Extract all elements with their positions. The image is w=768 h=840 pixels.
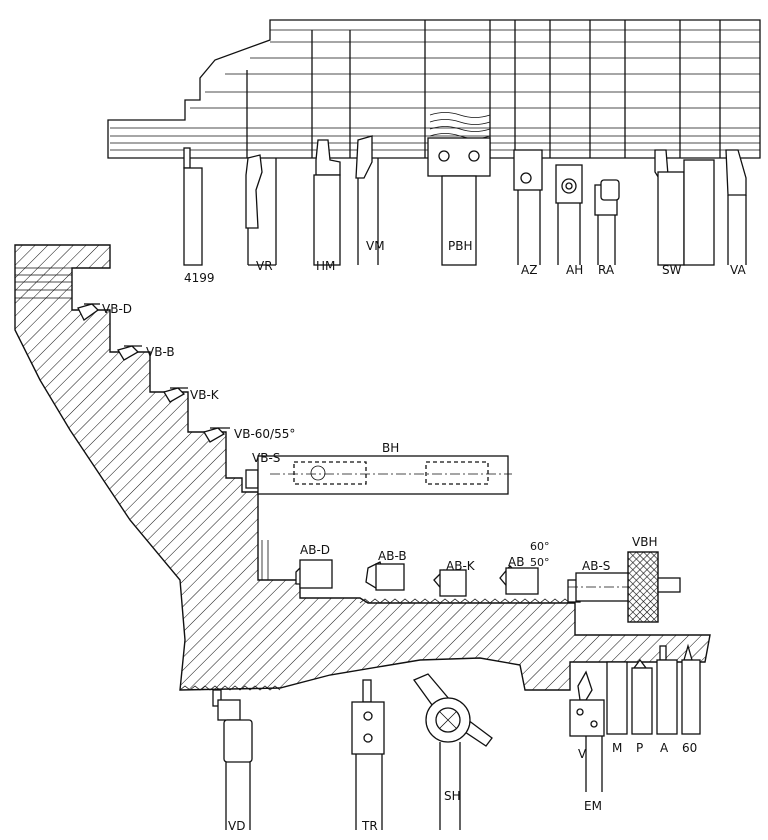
label-p: P	[636, 741, 643, 755]
label-bh: BH	[382, 441, 399, 455]
top-tool-ra	[594, 179, 620, 265]
label-vb-b: VB-B	[146, 345, 175, 359]
label-ab-60: AB	[508, 555, 524, 569]
tool-p	[631, 658, 653, 735]
top-tool-ah	[555, 164, 583, 265]
label-vbh: VBH	[632, 535, 657, 549]
label-vb-k: VB-K	[190, 388, 220, 402]
knurled-wheel-vbh	[627, 551, 681, 623]
tool-vb-d	[77, 303, 100, 321]
label-ab-b: AB-B	[378, 549, 407, 563]
label-em: EM	[584, 799, 602, 813]
label-4199: 4199	[184, 271, 215, 285]
tool-a	[656, 645, 678, 735]
tool-vb-k	[163, 387, 188, 403]
label-tr: TR	[361, 819, 378, 833]
label-vb-s: VB-S	[252, 451, 280, 465]
top-tool-hm	[313, 139, 341, 266]
tool-m	[606, 661, 628, 735]
tool-tr	[351, 679, 385, 830]
top-workpiece	[107, 19, 761, 159]
tool-ab-s	[567, 572, 640, 603]
top-tool-sw	[654, 149, 715, 266]
tool-sh	[412, 673, 493, 830]
tool-vd	[212, 689, 253, 830]
bar-holder-bh	[257, 455, 512, 495]
top-tool-vm	[355, 135, 379, 265]
tool-ab-d	[295, 559, 333, 589]
tool-60	[681, 643, 701, 735]
label-m: M	[612, 741, 622, 755]
label-pbh: PBH	[448, 239, 473, 253]
label-sw: SW	[662, 263, 682, 277]
label-vm: VM	[366, 239, 385, 253]
label-az: AZ	[521, 263, 537, 277]
top-tool-vr	[245, 154, 277, 266]
tool-vb-b	[117, 345, 142, 361]
label-ah: AH	[566, 263, 583, 277]
tool-ab-60	[499, 565, 539, 595]
label-60: 60	[682, 741, 697, 755]
label-va: VA	[730, 263, 746, 277]
label-ab-s: AB-S	[582, 559, 610, 573]
label-sh: SH	[444, 789, 461, 803]
tool-ab-b	[365, 561, 405, 591]
label-vb-d: VB-D	[102, 302, 132, 316]
top-tool-az	[513, 149, 543, 265]
top-tool-pbh	[427, 137, 491, 266]
tool-vb-s	[245, 469, 259, 489]
label-deg-50: 50°	[530, 556, 550, 569]
label-group: 4199 VR HM VM PBH AZ AH RA SW VA VB-D VB…	[102, 239, 746, 833]
label-ab-d: AB-D	[300, 543, 330, 557]
tool-ab-k	[433, 569, 467, 597]
label-vd: VD	[228, 819, 245, 833]
top-tool-va	[725, 149, 747, 265]
label-ra: RA	[598, 263, 615, 277]
label-hm: HM	[316, 259, 335, 273]
label-ab-k: AB-K	[446, 559, 476, 573]
tool-vb-60	[203, 427, 230, 443]
label-deg-60: 60°	[530, 540, 550, 553]
label-v: V	[578, 747, 587, 761]
label-vb-60: VB-60/55°	[234, 427, 295, 441]
label-vr: VR	[256, 259, 273, 273]
top-tool-4199	[183, 147, 203, 266]
label-a: A	[660, 741, 669, 755]
tool-em-v	[569, 670, 605, 792]
